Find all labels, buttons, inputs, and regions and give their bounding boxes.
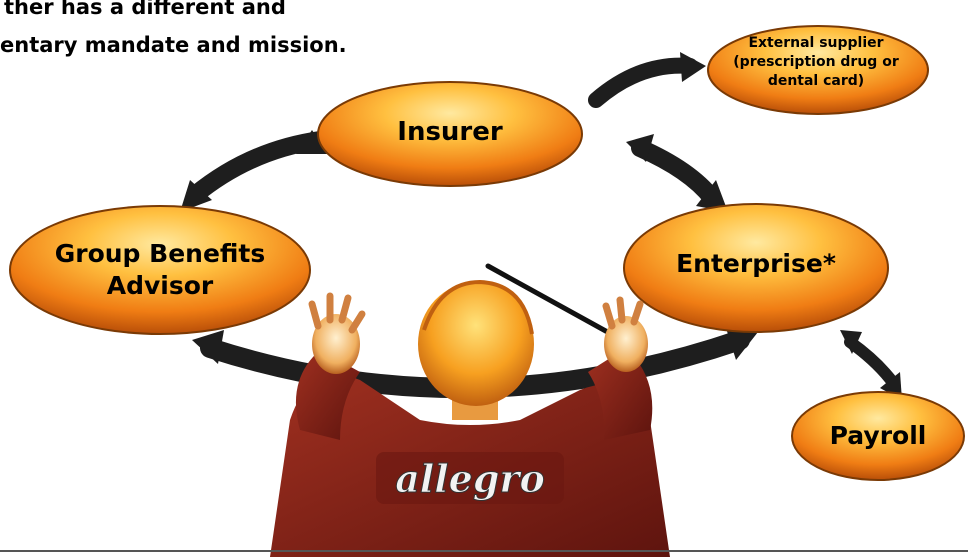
shirt-logo-text: allegro bbox=[395, 456, 545, 501]
node-label-insurer: Insurer bbox=[360, 116, 540, 148]
conductor-head bbox=[418, 282, 534, 406]
arrowhead-supplier bbox=[680, 52, 706, 82]
enterprise-text: Enterprise* bbox=[676, 249, 836, 278]
advisor-line-2: Advisor bbox=[106, 271, 214, 300]
insurer-text: Insurer bbox=[397, 117, 503, 147]
node-label-payroll: Payroll bbox=[792, 420, 964, 452]
conductor-hair-shading bbox=[422, 279, 534, 335]
node-label-group-benefits-advisor: Group Benefits Advisor bbox=[10, 238, 310, 302]
supplier-line-2: (prescription drug or bbox=[733, 54, 899, 70]
conductor-left-arm bbox=[295, 350, 360, 440]
ellipse-nodes bbox=[9, 25, 965, 481]
arrow-insurer-to-supplier bbox=[588, 57, 698, 108]
node-label-external-supplier: External supplier (prescription drug or … bbox=[706, 34, 926, 91]
conductor-left-hand bbox=[312, 314, 360, 374]
arrow-enterprise-payroll bbox=[844, 336, 900, 390]
conductor-right-arm bbox=[588, 348, 653, 440]
right-hand-fingers bbox=[602, 296, 644, 330]
supplier-line-3: dental card) bbox=[767, 73, 865, 89]
node-label-enterprise: Enterprise* bbox=[628, 248, 884, 280]
advisor-line-1: Group Benefits bbox=[54, 239, 266, 268]
left-hand-fingers bbox=[308, 292, 366, 334]
ellipse-group-benefits-advisor bbox=[9, 205, 311, 335]
conductor-right-hand bbox=[604, 316, 648, 372]
arrow-insurer-enterprise bbox=[631, 139, 721, 207]
arrowhead-enterprise-top bbox=[696, 180, 728, 212]
intro-line-1: ther has a different and bbox=[4, 0, 286, 19]
intro-line-2: entary mandate and mission. bbox=[0, 33, 347, 57]
payroll-text: Payroll bbox=[829, 421, 927, 450]
arrowhead-advisor-bottom bbox=[192, 330, 224, 364]
shirt-logo-band bbox=[376, 452, 564, 504]
arrowhead-enterprise-bottom bbox=[726, 328, 758, 360]
ellipse-supplier bbox=[707, 25, 929, 115]
arrowhead-insurer-left bbox=[296, 130, 328, 154]
ellipse-payroll bbox=[791, 391, 965, 481]
supplier-line-1: External supplier bbox=[748, 35, 884, 51]
conductor-illustration: allegro bbox=[270, 263, 670, 557]
arrowhead-enterprise-payroll-top bbox=[840, 330, 862, 354]
arrowhead-insurer-right bbox=[626, 134, 654, 162]
arrowhead-advisor-top bbox=[180, 180, 212, 212]
ellipse-enterprise bbox=[623, 203, 889, 333]
ellipse-insurer bbox=[317, 81, 583, 187]
baton bbox=[485, 263, 625, 343]
